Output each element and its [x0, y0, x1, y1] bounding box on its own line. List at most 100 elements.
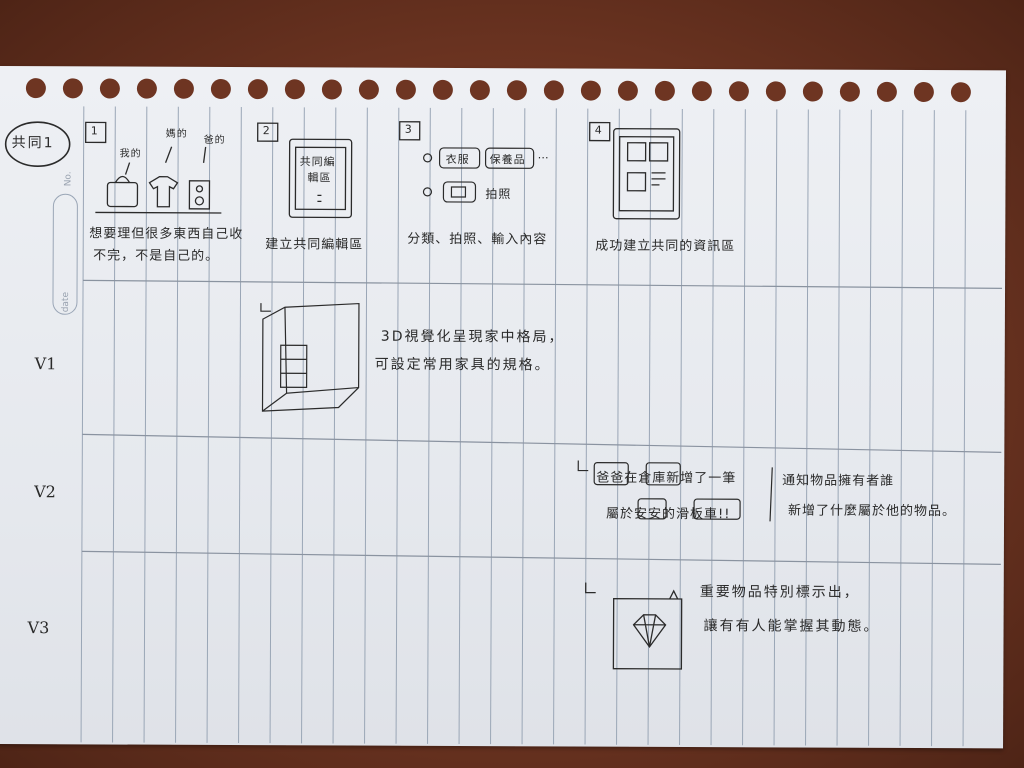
vertical-rule [962, 110, 967, 747]
page-drawing [4, 78, 1003, 747]
punch-hole [284, 79, 305, 100]
title-circle [4, 121, 71, 167]
vertical-rule [80, 106, 85, 743]
vertical-rule [679, 108, 683, 745]
vertical-rule [269, 107, 274, 744]
punch-hole [580, 80, 601, 101]
step-2-box [257, 122, 279, 142]
punch-hole [617, 80, 638, 101]
punch-hole [395, 79, 416, 100]
vertical-rule [112, 106, 116, 743]
punch-hole [358, 79, 379, 100]
no-label: No. [63, 171, 74, 187]
punch-hole [173, 78, 194, 99]
step-2-tablet [288, 138, 353, 219]
step-3-box [399, 121, 421, 141]
v2-note-2: 新增了什麼屬於他的物品。 [788, 503, 957, 520]
step-1-caption-1: 想要理但很多東西自己收 [89, 226, 244, 243]
date-label: date [60, 291, 72, 313]
punch-hole [506, 80, 527, 101]
step-2-caption: 建立共同編輯區 [265, 237, 364, 253]
vertical-rules [80, 106, 967, 747]
step-1-box [85, 121, 107, 144]
label-dad: 爸的 [203, 134, 226, 146]
vertical-rule [710, 109, 715, 746]
step-1-caption-2: 不完，不是自己的。 [93, 248, 220, 264]
punch-hole [654, 80, 675, 101]
notebook-page: 共同1 No. date 1 2 3 4 我的 媽的 爸的 想要理但很多東西自己… [0, 66, 1006, 749]
vertical-rule [395, 107, 400, 744]
punch-hole [913, 82, 934, 103]
step-1-sketch [95, 146, 222, 214]
vertical-rule [143, 106, 148, 743]
chip-skincare: 保養品 [489, 153, 526, 167]
step-4-device [612, 128, 681, 220]
vertical-rule [301, 107, 305, 744]
vertical-rule [521, 108, 526, 745]
step-3-sketch [422, 147, 535, 203]
v3-diamond-sketch [585, 582, 683, 670]
v1-line-1: 3D視覺化呈現家中格局， [380, 328, 565, 346]
vertical-rule [616, 108, 620, 745]
horizontal-rules [81, 279, 1003, 565]
punch-hole [321, 79, 342, 100]
vertical-rule [238, 107, 242, 744]
v2-line-2: 屬於安安的滑板車!! [606, 506, 731, 523]
vertical-rule [427, 107, 431, 744]
punch-hole [950, 82, 971, 103]
step-2-number: 2 [262, 124, 271, 138]
row-v1-label: V1 [34, 354, 57, 374]
vertical-rule [773, 109, 778, 746]
v2-note-1: 通知物品擁有者誰 [782, 473, 895, 489]
page-title: 共同1 [11, 135, 55, 152]
punch-hole [728, 81, 749, 102]
vertical-rule [553, 108, 557, 745]
v1-line-2: 可設定常用家具的規格。 [374, 356, 551, 374]
row-v2-label: V2 [34, 482, 56, 502]
vertical-rule [647, 108, 652, 745]
step-4-caption: 成功建立共同的資訊區 [595, 238, 736, 255]
vertical-rule [175, 106, 179, 743]
vertical-rule [458, 108, 463, 745]
vertical-rule [490, 108, 494, 745]
punch-hole [25, 78, 46, 99]
vertical-rule [805, 109, 809, 746]
chip-photo-label: 拍照 [485, 187, 512, 202]
v2-line-1: 爸爸在倉庫新增了一筆 [596, 470, 737, 487]
punch-hole [691, 81, 712, 102]
step-4-number: 4 [594, 123, 603, 137]
v2-sketch [577, 460, 773, 522]
chip-ellipsis: … [537, 148, 550, 162]
step-1-number: 1 [90, 124, 99, 138]
vertical-rule [931, 110, 935, 747]
vertical-rule [836, 109, 841, 746]
v3-line-2: 讓有有人能掌握其動態。 [703, 618, 880, 635]
punch-hole [62, 78, 83, 99]
punch-hole [99, 78, 120, 99]
date-pill [52, 193, 78, 315]
punch-hole [802, 81, 823, 102]
label-mine: 我的 [119, 148, 142, 160]
vertical-rule [364, 107, 368, 744]
punch-hole [469, 80, 490, 101]
vertical-rule [899, 109, 904, 746]
vertical-rule [868, 109, 872, 746]
step-2-box-line-2: 輯區 [307, 171, 332, 185]
punch-hole [432, 79, 453, 100]
punch-hole [136, 78, 157, 99]
v1-room-sketch [260, 302, 360, 412]
label-mom: 媽的 [165, 128, 188, 140]
row-v3-label: V3 [27, 618, 50, 638]
punch-hole [839, 81, 860, 102]
v3-line-1: 重要物品特別標示出， [699, 584, 860, 601]
step-4-box [589, 121, 611, 142]
punch-hole [876, 81, 897, 102]
step-2-box-line-1: 共同編 [299, 155, 336, 169]
punch-hole [210, 78, 231, 99]
punch-hole [765, 81, 786, 102]
vertical-rule [742, 109, 746, 746]
vertical-rule [332, 107, 337, 744]
punch-hole [247, 79, 268, 100]
step-3-number: 3 [404, 122, 413, 136]
vertical-rule [584, 108, 589, 745]
